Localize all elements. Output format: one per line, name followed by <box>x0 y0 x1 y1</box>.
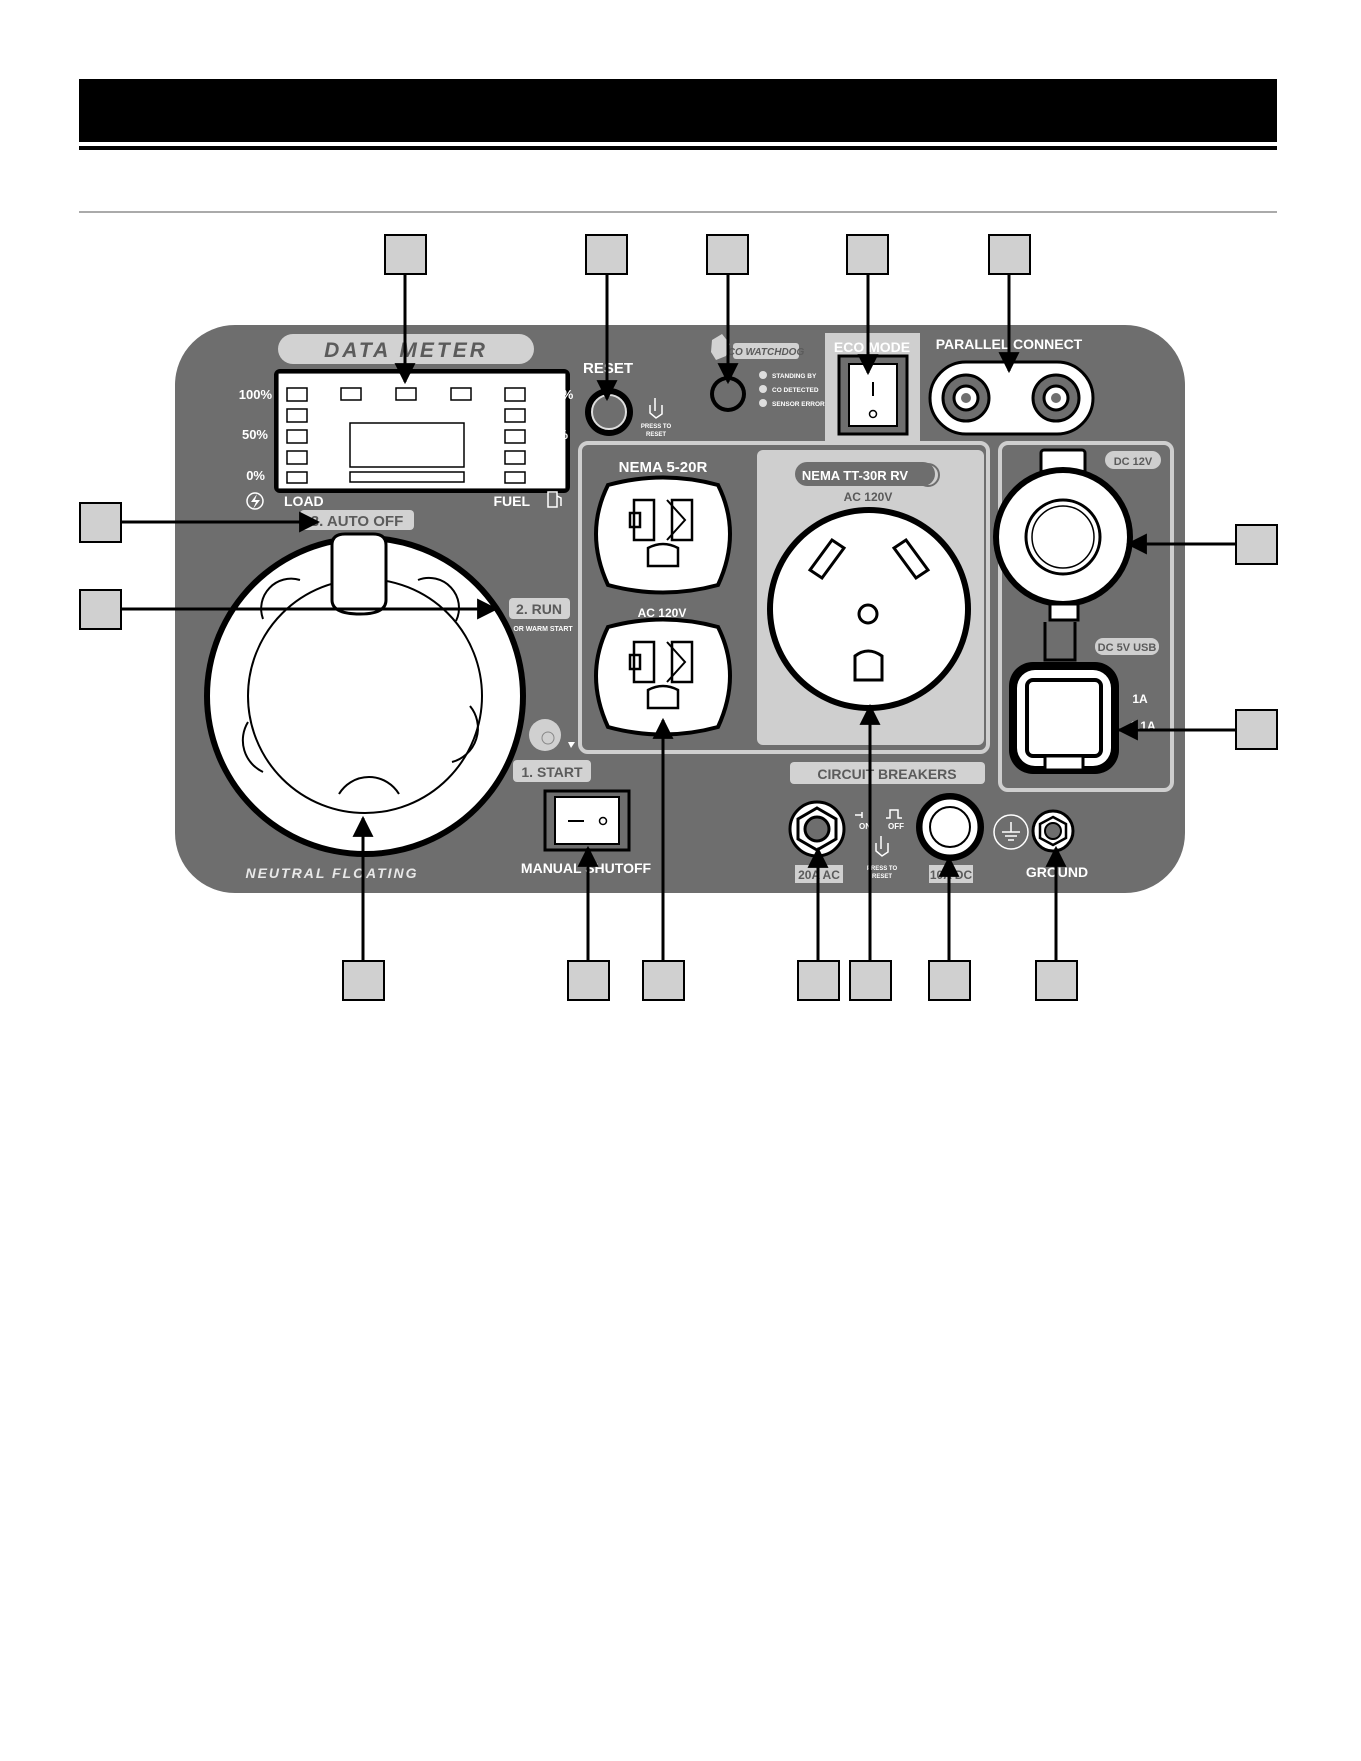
reset-button[interactable] <box>591 394 627 430</box>
circuit-breakers-pill <box>790 762 985 784</box>
load-scale-100: 100% <box>239 387 273 402</box>
nema-5-20r-outlets: NEMA 5-20R AC 120V <box>578 441 990 754</box>
data-meter: DATA METER 100% 50% 0% 100% 50% 0% LOAD … <box>239 334 574 510</box>
callout-box-co-watchdog <box>706 234 749 275</box>
reset-hint-line-2: RESET <box>646 432 666 438</box>
load-scale-0: 0% <box>246 468 265 483</box>
fuel-scale-50: 50% <box>542 427 568 442</box>
standing-by-label: STANDING BY <box>772 373 817 380</box>
standing-by-led <box>759 371 767 379</box>
auto-off-label: 3. AUTO OFF <box>311 513 404 530</box>
circuit-breakers-label: CIRCUIT BREAKERS <box>817 766 956 782</box>
dc-bay-frame <box>998 441 1174 792</box>
callout-box-breaker-ac <box>797 960 840 1001</box>
run-sub-label: OR WARM START <box>513 626 573 633</box>
callout-box-manual-shutoff <box>567 960 610 1001</box>
sensor-error-label: SENSOR ERROR <box>772 401 825 408</box>
dc-12v-outlet: DC 12V <box>993 441 1174 792</box>
fuel-scale-100: 100% <box>540 387 574 402</box>
fuel-label: FUEL <box>493 493 530 509</box>
callout-box-dc-12v <box>1235 524 1278 565</box>
reset-hint-line-1: PRESS TO <box>641 424 672 430</box>
outlet-bay-frame <box>578 441 990 754</box>
callout-box-nema-5-20r <box>642 960 685 1001</box>
callout-box-reset <box>585 234 628 275</box>
callout-box-run <box>79 589 122 630</box>
nema-5-20r-label: NEMA 5-20R <box>619 459 708 476</box>
choke-indicator-icon <box>529 719 561 751</box>
co-sensor <box>714 380 742 408</box>
title-rule <box>79 146 1277 150</box>
callout-box-ground <box>1035 960 1078 1001</box>
nema-tt-30r-outlet: NEMA TT-30R RV AC 120V <box>757 450 984 745</box>
breaker-hint-line-1: PRESS TO <box>867 866 898 872</box>
breaker-on-symbol <box>855 812 863 818</box>
dc-12v-pill <box>1105 451 1161 469</box>
co-watchdog: CO WATCHDOG STANDING BY CO DETECTED SENS… <box>710 334 825 412</box>
ground-terminal: GROUND <box>993 809 1088 880</box>
manual-shutoff: MANUAL SHUTOFF <box>521 789 652 876</box>
run-label: 2. RUN <box>516 601 562 617</box>
breaker-hint-line-2: RESET <box>872 874 892 880</box>
usb-port[interactable] <box>1025 678 1103 758</box>
section-title-bar <box>79 79 1277 142</box>
manual-shutoff-rocker[interactable] <box>554 796 620 845</box>
callout-box-dial <box>342 960 385 1001</box>
neutral-floating-label: NEUTRAL FLOATING <box>245 865 418 881</box>
tt30r-voltage: AC 120V <box>844 490 893 504</box>
dog-logo-icon <box>711 334 730 360</box>
nema-5-20r-upper-receptacle[interactable] <box>594 475 732 595</box>
leader-lines <box>121 274 1236 961</box>
fuel-scale-0: 0% <box>546 468 565 483</box>
callout-box-usb <box>1235 709 1278 750</box>
manual-shutoff-label: MANUAL SHUTOFF <box>521 860 652 876</box>
finger-press-icon <box>649 398 663 419</box>
co-detected-label: CO DETECTED <box>772 387 819 394</box>
tt30r-label: NEMA TT-30R RV <box>802 468 909 483</box>
callout-box-eco-mode <box>846 234 889 275</box>
eco-mode-label: ECO MODE <box>834 339 910 355</box>
callout-box-tt30r <box>849 960 892 1001</box>
co-watchdog-brand: CO WATCHDOG <box>728 347 805 358</box>
start-pill <box>513 760 591 782</box>
start-dial: 3. AUTO OFF 2. RUN OR WARM START 1. STAR… <box>204 510 591 881</box>
callout-box-breaker-dc <box>928 960 971 1001</box>
usb-rating-1a: 1A <box>1132 692 1148 706</box>
dial-pointer-grip <box>330 532 388 616</box>
parallel-connect: PARALLEL CONNECT <box>928 336 1095 436</box>
lightning-icon <box>246 492 264 510</box>
ground-symbol-icon <box>993 814 1029 850</box>
usb-outlet: DC 5V USB 1A 2.1A <box>1009 622 1159 774</box>
tt30r-label-pill <box>795 462 935 486</box>
breaker-off-label: OFF <box>888 822 904 831</box>
breaker-finger-press-icon <box>875 836 889 857</box>
run-pill <box>509 598 570 619</box>
eco-mode-switch-group: ECO MODE <box>825 333 920 442</box>
subsection-rule <box>79 211 1277 213</box>
nema-5-20r-voltage: AC 120V <box>638 606 687 620</box>
co-detected-led <box>759 385 767 393</box>
co-watchdog-badge <box>733 343 799 359</box>
usb-label-pill <box>1095 638 1159 655</box>
load-scale-50: 50% <box>242 427 268 442</box>
breaker-off-symbol <box>886 809 902 819</box>
callouts <box>79 234 1278 1001</box>
rv-truck-icon <box>916 463 940 487</box>
usb-label: DC 5V USB <box>1098 642 1157 654</box>
dc-12v-label: DC 12V <box>1114 456 1153 468</box>
load-label: LOAD <box>284 493 324 509</box>
breaker-on-label: ON <box>859 822 871 831</box>
nema-5-20r-lower-receptacle[interactable] <box>594 617 732 737</box>
auto-off-pill <box>300 510 414 530</box>
fuel-pump-icon <box>547 491 562 508</box>
callout-box-auto-off <box>79 502 122 543</box>
callout-box-parallel <box>988 234 1031 275</box>
callout-box-data-meter <box>384 234 427 275</box>
breaker-10a-dc-label: 10A DC <box>930 868 973 882</box>
start-label: 1. START <box>521 764 583 780</box>
sensor-error-led <box>759 399 767 407</box>
